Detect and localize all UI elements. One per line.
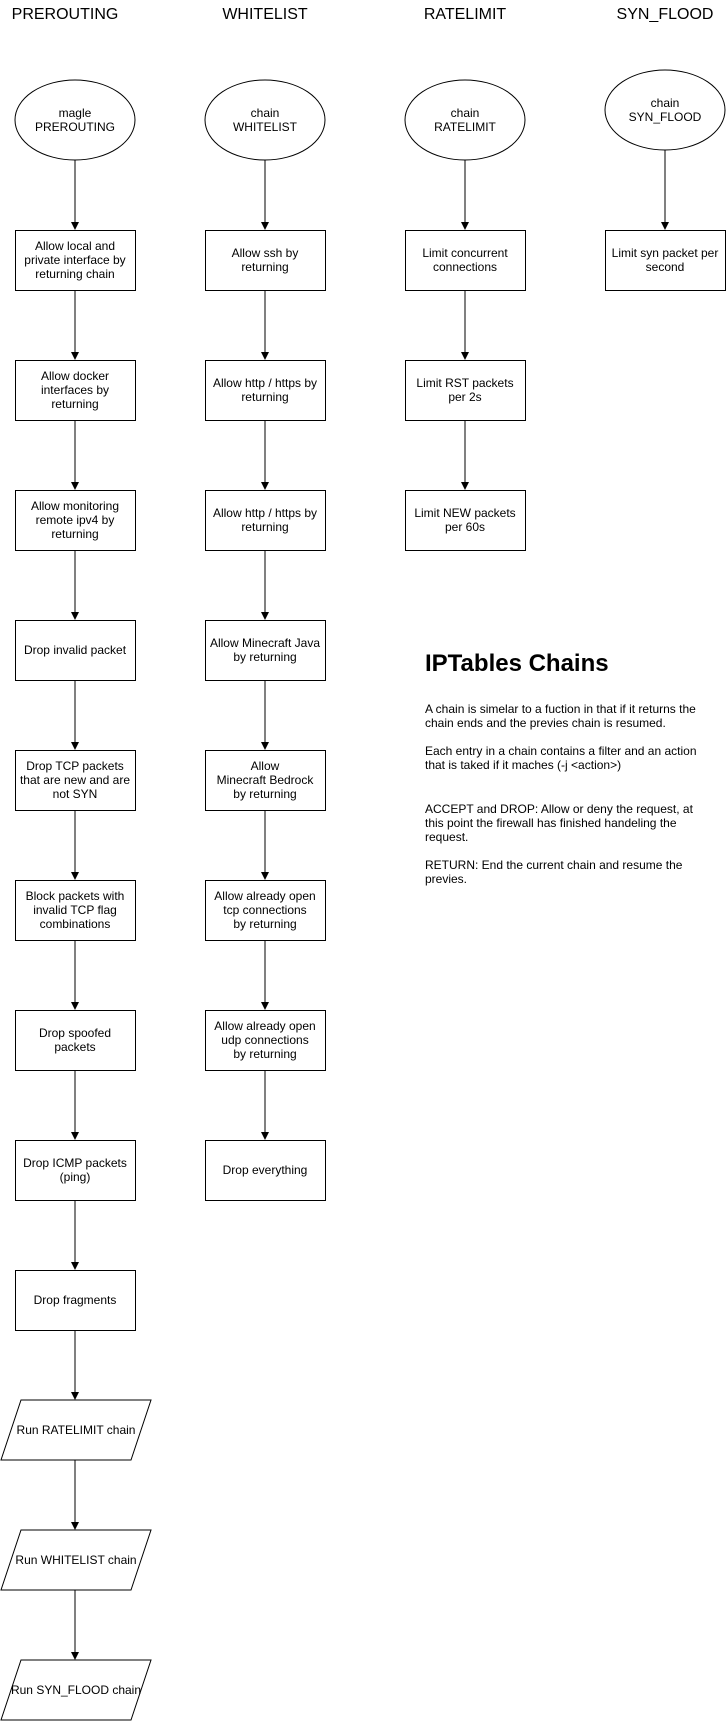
prerouting-run-chain-node-label: Run RATELIMIT chain [16, 1423, 136, 1437]
prerouting-start-node-label: magle PREROUTING [34, 106, 115, 134]
prerouting-step-node [15, 1140, 136, 1201]
whitelist-step-node [205, 1010, 326, 1071]
prerouting-step-node-label: Allow docker interfaces by returning [40, 369, 110, 411]
ratelimit-step-node [405, 230, 526, 291]
whitelist-step-node [205, 360, 326, 421]
column-title-prerouting: PREROUTING [11, 6, 119, 23]
prerouting-step-node-label: Drop spoofed packets [38, 1026, 112, 1054]
whitelist-step-node-label: Allow Minecraft Bedrock by returning [216, 759, 314, 801]
prerouting-step-node-label: Drop TCP packets that are new and are no… [19, 759, 131, 801]
prerouting-step-node [15, 1010, 136, 1071]
syn_flood-start-node-label: chain SYN_FLOOD [628, 96, 702, 124]
legend-title: IPTables Chains [425, 650, 609, 677]
column-title-ratelimit: RATELIMIT [423, 6, 507, 23]
prerouting-step-node [15, 360, 136, 421]
ratelimit-start-node-label: chain RATELIMIT [434, 106, 496, 134]
whitelist-step-node [205, 750, 326, 811]
syn_flood-step-node-label: Limit syn packet per second [611, 246, 719, 274]
ratelimit-step-node-label: Limit NEW packets per 60s [414, 506, 516, 534]
ratelimit-step-node-label: Limit RST packets per 2s [416, 376, 514, 404]
ratelimit-start-node [404, 79, 526, 161]
ratelimit-step-node [405, 490, 526, 551]
whitelist-start-node-label: chain WHITELIST [232, 106, 297, 134]
column-title-syn-flood: SYN_FLOOD [616, 6, 714, 23]
whitelist-step-node [205, 230, 326, 291]
prerouting-step-node-label: Block packets with invalid TCP flag comb… [25, 889, 125, 931]
prerouting-step-node-label: Drop invalid packet [23, 643, 127, 657]
prerouting-step-node-label: Drop fragments [33, 1293, 117, 1307]
whitelist-start-node [204, 79, 326, 161]
prerouting-run-chain-node-label: Run WHITELIST chain [15, 1553, 137, 1567]
legend-panel: IPTables Chains A chain is simelar to a … [425, 650, 710, 900]
prerouting-start-node [14, 79, 136, 161]
syn_flood-start-node [604, 69, 726, 151]
prerouting-step-node [15, 490, 136, 551]
whitelist-step-node [205, 490, 326, 551]
prerouting-run-chain-node [0, 1529, 152, 1591]
prerouting-run-chain-node [0, 1399, 152, 1461]
ratelimit-step-node [405, 360, 526, 421]
prerouting-step-node [15, 880, 136, 941]
prerouting-step-node [15, 750, 136, 811]
prerouting-run-chain-node [0, 1659, 152, 1721]
whitelist-step-node [205, 880, 326, 941]
prerouting-step-node-label: Allow local and private interface by ret… [24, 239, 126, 281]
syn_flood-step-node [605, 230, 726, 291]
whitelist-step-node-label: Allow Minecraft Java by returning [209, 636, 321, 664]
whitelist-step-node [205, 1140, 326, 1201]
prerouting-step-node-label: Allow monitoring remote ipv4 by returnin… [30, 499, 120, 541]
prerouting-step-node [15, 230, 136, 291]
prerouting-run-chain-node-label: Run SYN_FLOOD chain [10, 1683, 142, 1697]
whitelist-step-node-label: Drop everything [222, 1163, 308, 1177]
prerouting-step-node [15, 1270, 136, 1331]
legend-paragraph-chain: A chain is simelar to a fuction in that … [425, 702, 696, 730]
whitelist-step-node-label: Allow already open udp connections by re… [214, 1019, 316, 1061]
legend-paragraph-entry: Each entry in a chain contains a filter … [425, 744, 697, 772]
whitelist-step-node [205, 620, 326, 681]
prerouting-step-node-label: Drop ICMP packets (ping) [23, 1156, 127, 1184]
whitelist-step-node-label: Allow already open tcp connections by re… [214, 889, 316, 931]
whitelist-step-node-label: Allow http / https by returning [212, 376, 318, 404]
whitelist-step-node-label: Allow http / https by returning [212, 506, 318, 534]
legend-paragraph-return: RETURN: End the current chain and resume… [425, 858, 683, 886]
legend-paragraph-accept-drop: ACCEPT and DROP: Allow or deny the reque… [425, 802, 693, 844]
column-title-whitelist: WHITELIST [222, 6, 308, 23]
ratelimit-step-node-label: Limit concurrent connections [422, 246, 508, 274]
prerouting-step-node [15, 620, 136, 681]
whitelist-step-node-label: Allow ssh by returning [231, 246, 299, 274]
